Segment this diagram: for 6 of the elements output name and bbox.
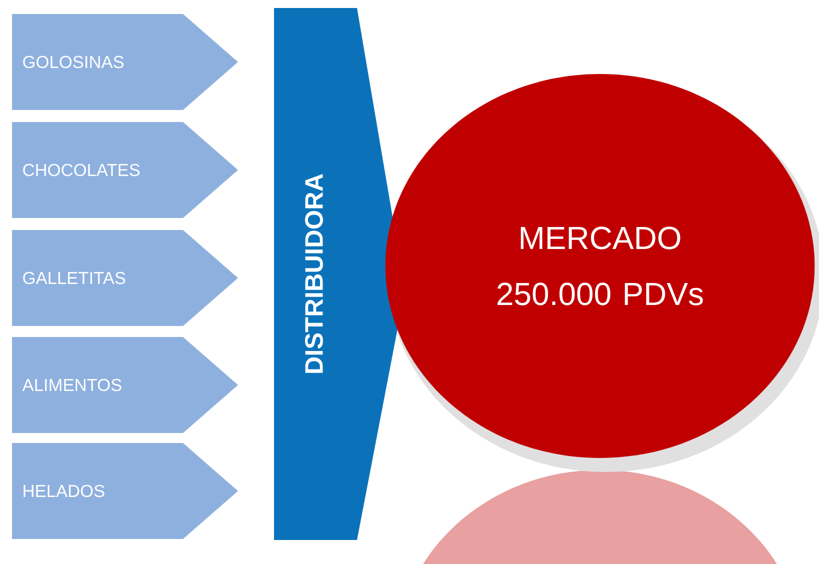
- chevron-box: CHOCOLATES: [12, 122, 238, 218]
- chevron-box: ALIMENTOS: [12, 337, 238, 433]
- chevron-box: GALLETITAS: [12, 230, 238, 326]
- chevron-box: GOLOSINAS: [12, 14, 238, 110]
- chevron-box: HELADOS: [12, 443, 238, 539]
- distributor-band: DISTRIBUIDORA: [274, 8, 405, 540]
